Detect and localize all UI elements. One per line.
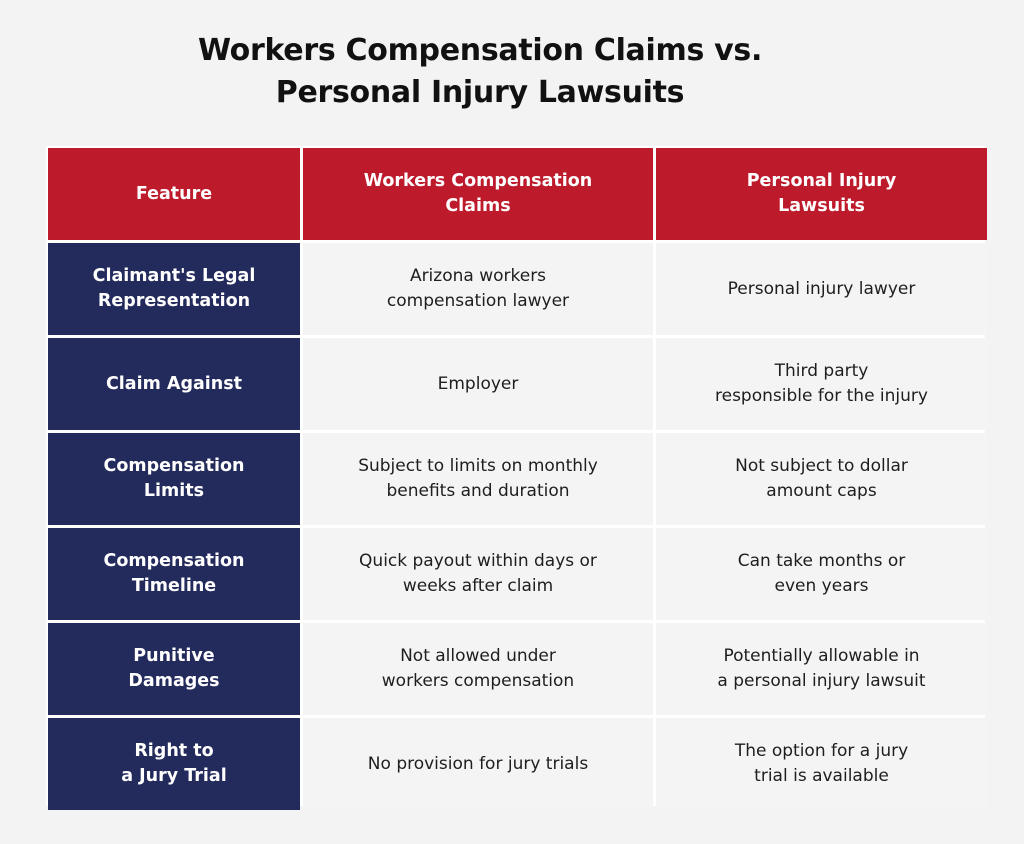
row-feature-compensation-limits: Compensation Limits <box>48 433 300 525</box>
cell-personal-injury: Not subject to dollar amount caps <box>656 433 987 525</box>
cell-workers-comp: Arizona workers compensation lawyer <box>303 243 653 335</box>
header-feature: Feature <box>48 148 300 240</box>
cell-personal-injury: Personal injury lawyer <box>656 243 987 335</box>
cell-personal-injury: Can take months or even years <box>656 528 987 620</box>
header-personal-injury: Personal Injury Lawsuits <box>656 148 987 240</box>
row-feature-jury-trial: Right to a Jury Trial <box>48 718 300 810</box>
cell-workers-comp: Employer <box>303 338 653 430</box>
cell-workers-comp: Subject to limits on monthly benefits an… <box>303 433 653 525</box>
title-line-2: Personal Injury Lawsuits <box>275 75 685 110</box>
header-workers-compensation: Workers Compensation Claims <box>303 148 653 240</box>
row-feature-punitive-damages: Punitive Damages <box>48 623 300 715</box>
cell-workers-comp: Not allowed under workers compensation <box>303 623 653 715</box>
cell-workers-comp: No provision for jury trials <box>303 718 653 810</box>
row-feature-legal-representation: Claimant's Legal Representation <box>48 243 300 335</box>
page-title: Workers Compensation Claims vs. Personal… <box>0 30 960 114</box>
cell-personal-injury: The option for a jury trial is available <box>656 718 987 810</box>
cell-personal-injury: Third party responsible for the injury <box>656 338 987 430</box>
row-feature-compensation-timeline: Compensation Timeline <box>48 528 300 620</box>
cell-workers-comp: Quick payout within days or weeks after … <box>303 528 653 620</box>
row-feature-claim-against: Claim Against <box>48 338 300 430</box>
cell-personal-injury: Potentially allowable in a personal inju… <box>656 623 987 715</box>
title-line-1: Workers Compensation Claims vs. <box>197 33 763 68</box>
comparison-table: Feature Workers Compensation Claims Pers… <box>46 146 987 810</box>
